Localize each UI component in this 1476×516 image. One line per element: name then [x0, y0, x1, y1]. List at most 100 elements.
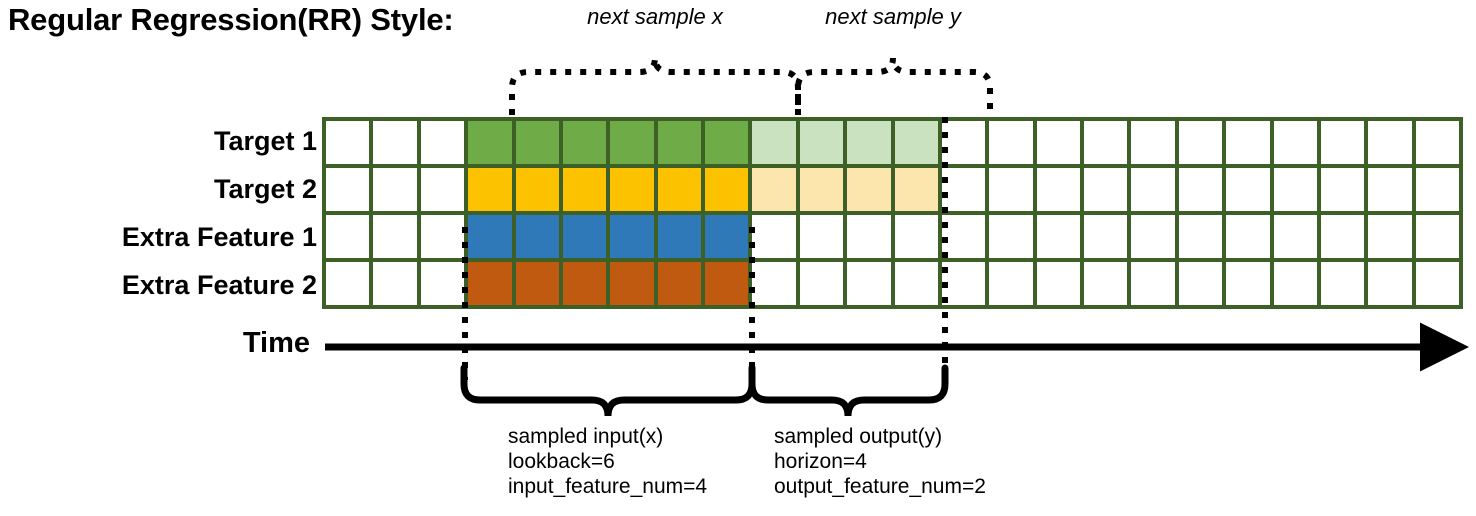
grid-cell	[562, 121, 607, 164]
grid-cell	[705, 121, 749, 164]
grid-cell	[894, 168, 938, 211]
axis-label-time: Time	[242, 327, 310, 359]
grid-cell	[562, 168, 607, 211]
grid-cell	[705, 215, 749, 258]
grid-cell	[657, 215, 701, 258]
grid-cell	[610, 168, 654, 211]
grid-cell	[1226, 262, 1270, 305]
grid-cell	[847, 168, 891, 211]
grid-cell	[1368, 168, 1412, 211]
grid-cell	[657, 121, 701, 164]
grid-cell	[1036, 262, 1080, 305]
grid-cell	[610, 121, 654, 164]
grid-cell	[610, 215, 654, 258]
grid-cell	[705, 168, 749, 211]
grid-cell	[1415, 262, 1459, 305]
grid-cell	[420, 168, 465, 211]
grid-cell	[373, 262, 417, 305]
grid-cell	[326, 262, 370, 305]
grid-cell	[799, 168, 844, 211]
grid-cell	[1226, 215, 1270, 258]
grid-cell	[1368, 215, 1412, 258]
grid-cell	[989, 215, 1033, 258]
grid-cell	[1178, 262, 1223, 305]
grid-cell	[373, 121, 417, 164]
grid-cell	[752, 168, 796, 211]
grid-cell	[1178, 215, 1223, 258]
grid-cell	[894, 121, 938, 164]
sampled-input-line-2: lookback=6	[508, 450, 615, 473]
brace-sampled-output	[748, 364, 949, 417]
grid-cell	[705, 262, 749, 305]
grid-cell	[1273, 168, 1317, 211]
grid-cell	[420, 215, 465, 258]
annotation-sampled-output: sampled output(y) horizon=4 output_featu…	[774, 424, 986, 499]
timeseries-grid	[322, 117, 1463, 309]
grid-cell	[1415, 168, 1459, 211]
grid-cell	[326, 121, 370, 164]
row-label-target-2: Target 2	[213, 174, 317, 204]
grid-cell	[326, 168, 370, 211]
grid-cell	[657, 262, 701, 305]
grid-cell	[1273, 215, 1317, 258]
grid-cell	[373, 215, 417, 258]
grid-cell	[515, 168, 559, 211]
grid-cell	[1178, 121, 1223, 164]
grid-cell	[1320, 168, 1365, 211]
grid-cell	[1036, 168, 1080, 211]
grid-cell	[1320, 121, 1365, 164]
grid-cell	[1226, 121, 1270, 164]
grid-cell	[420, 121, 465, 164]
grid-cell	[1273, 121, 1317, 164]
grid-cell	[1320, 215, 1365, 258]
brace-sampled-input	[460, 364, 756, 417]
grid-cell	[562, 215, 607, 258]
grid-cell	[799, 121, 844, 164]
grid-cell	[610, 262, 654, 305]
grid-cell	[515, 262, 559, 305]
grid-cell	[941, 215, 986, 258]
annotation-next-sample-y: next sample y	[825, 4, 961, 29]
row-label-extra-feature-2: Extra Feature 2	[121, 270, 317, 300]
grid-cell	[1131, 168, 1175, 211]
grid-cell	[989, 168, 1033, 211]
grid-cell	[1415, 121, 1459, 164]
grid-cell	[1368, 262, 1412, 305]
grid-cell	[1036, 121, 1080, 164]
grid-cell	[373, 168, 417, 211]
grid-cell	[468, 262, 512, 305]
dotted-brace-next-sample-y	[795, 57, 993, 115]
grid-cell	[941, 168, 986, 211]
grid-cell	[989, 262, 1033, 305]
grid-cell	[799, 262, 844, 305]
page-title: Regular Regression(RR) Style:	[8, 2, 454, 37]
grid-cell	[1273, 262, 1317, 305]
grid-cell	[1084, 215, 1128, 258]
grid-cell	[989, 121, 1033, 164]
grid-cell	[1415, 215, 1459, 258]
annotation-next-sample-x: next sample x	[587, 4, 723, 29]
grid-cell	[1368, 121, 1412, 164]
grid-cell	[894, 215, 938, 258]
grid-cell	[941, 262, 986, 305]
grid-cell	[752, 215, 796, 258]
grid-cell	[894, 262, 938, 305]
grid-cell	[657, 168, 701, 211]
grid-cell	[1320, 262, 1365, 305]
grid-cell	[847, 121, 891, 164]
grid-cell	[1084, 168, 1128, 211]
grid-cell	[752, 262, 796, 305]
grid-cell	[1226, 168, 1270, 211]
grid-cell	[468, 215, 512, 258]
grid-cell	[847, 262, 891, 305]
grid-cell	[326, 215, 370, 258]
grid-cell	[1131, 262, 1175, 305]
grid-cell	[515, 121, 559, 164]
grid-cell	[752, 121, 796, 164]
grid-cell	[847, 215, 891, 258]
grid-cell	[799, 215, 844, 258]
grid-cell	[941, 121, 986, 164]
sampled-input-line-1: sampled input(x)	[508, 425, 664, 448]
grid-cell	[1084, 262, 1128, 305]
